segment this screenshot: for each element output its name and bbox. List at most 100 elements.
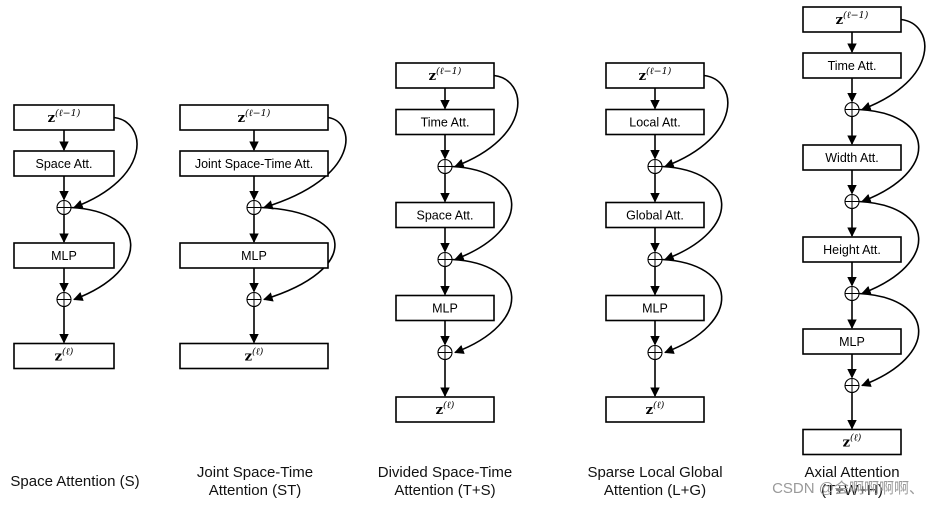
sum-node [246,199,262,216]
z-superscript: (ℓ) [252,347,264,358]
block-label: Space Att. [36,157,93,171]
residual-connection [263,116,347,210]
block-label: Time Att. [828,59,877,73]
block-label: MLP [51,249,77,263]
caption-line: Sparse Local Global [587,464,723,481]
z-symbol: z [843,436,850,451]
caption-line: Space Attention (S) [10,473,140,490]
watermark: CSDN @会啊啊啊啊、 [772,480,924,497]
caption-line: Attention (ST) [208,482,302,499]
input-box: z(ℓ−1) [179,104,329,131]
residual-connection [451,165,513,261]
block-label: Local Att. [629,116,680,130]
residual-connection [70,206,132,301]
block-label: MLP [839,335,865,349]
block-box: Local Att. [605,108,705,136]
sum-node [246,291,262,308]
z-symbol: z [836,13,843,28]
output-label: z(ℓ) [245,347,264,365]
z-superscript: (ℓ−1) [843,10,869,21]
z-symbol: z [55,350,62,365]
residual-connection [454,74,519,168]
sum-node [844,193,860,210]
z-superscript: (ℓ) [653,400,665,411]
input-box: z(ℓ−1) [13,104,115,131]
sum-node [647,251,663,268]
z-superscript: (ℓ−1) [646,66,672,77]
panel-caption: Axial Attention(T+W+H) [782,464,922,500]
sum-node [56,291,72,308]
input-box: z(ℓ−1) [605,62,705,89]
input-label: z(ℓ−1) [429,66,462,84]
output-label: z(ℓ) [436,400,455,418]
caption-line: Attention (T+S) [394,482,496,499]
z-symbol: z [429,69,436,84]
caption-line: Joint Space-Time [196,464,314,481]
block-box: MLP [802,328,902,355]
block-box: MLP [13,242,115,269]
block-box: MLP [605,294,705,322]
block-box: MLP [179,242,329,269]
sum-node [844,285,860,302]
block-box: Time Att. [395,108,495,136]
sum-node [437,158,453,175]
sum-node [647,158,663,175]
output-label: z(ℓ) [843,433,862,451]
z-superscript: (ℓ) [62,347,74,358]
caption-line: Divided Space-Time [377,464,513,481]
block-label: Time Att. [421,116,470,130]
residual-connection [861,18,926,111]
block-box: Width Att. [802,144,902,171]
input-label: z(ℓ−1) [48,108,81,126]
z-symbol: z [48,111,55,126]
residual-connection [661,165,723,261]
output-box: z(ℓ) [395,396,495,423]
block-box: Space Att. [13,150,115,177]
z-symbol: z [639,69,646,84]
input-box: z(ℓ−1) [395,62,495,89]
caption-line: (T+W+H) [821,482,883,499]
residual-connection [858,292,920,387]
z-symbol: z [245,350,252,365]
sum-node [844,377,860,394]
sum-node [437,344,453,361]
z-symbol: z [238,111,245,126]
residual-connection [73,116,138,209]
z-symbol: z [436,403,443,418]
residual-connection [260,206,336,302]
panel-caption: Space Attention (S) [0,473,150,491]
residual-connection [858,108,920,203]
block-box: Space Att. [395,201,495,229]
block-box: Time Att. [802,52,902,79]
sum-node [56,199,72,216]
block-label: Global Att. [626,209,684,223]
output-box: z(ℓ) [605,396,705,423]
output-label: z(ℓ) [55,347,74,365]
residual-connection [664,74,729,168]
z-superscript: (ℓ) [443,400,455,411]
block-label: Space Att. [417,209,474,223]
block-label: MLP [432,302,458,316]
panel-5: z(ℓ−1)Time Att.Width Att.Height Att.MLPz… [802,6,926,456]
block-label: Height Att. [823,243,881,257]
residual-connection [661,258,723,354]
input-label: z(ℓ−1) [238,108,271,126]
block-box: Height Att. [802,236,902,263]
block-label: MLP [241,249,267,263]
block-label: Width Att. [825,151,879,165]
block-label: MLP [642,302,668,316]
block-box: Joint Space-Time Att. [179,150,329,177]
residual-connection [451,258,513,354]
residual-connection [858,200,920,295]
z-superscript: (ℓ−1) [436,66,462,77]
sum-node [647,344,663,361]
output-box: z(ℓ) [802,428,902,456]
